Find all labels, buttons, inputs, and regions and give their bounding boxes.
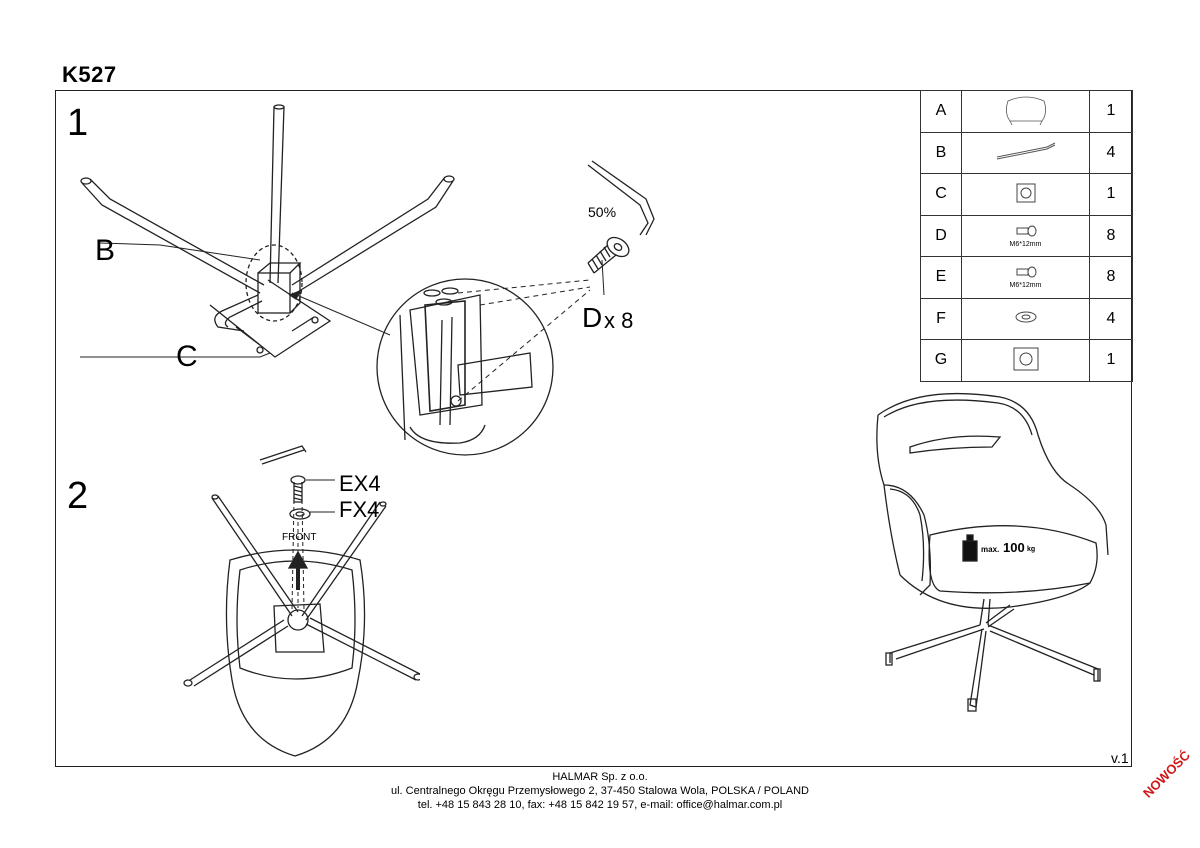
washer-icon (1013, 311, 1039, 329)
part-letter: E (920, 256, 962, 299)
part-image: M6*12mm (961, 214, 1090, 257)
version-label: v.1 (1111, 750, 1129, 766)
max-value: 100 (1003, 540, 1025, 555)
leg-front (214, 294, 263, 332)
part-quantity: 1 (1089, 339, 1133, 382)
part-image (961, 297, 1090, 340)
max-label: max. (981, 545, 1000, 554)
allen-key (587, 160, 655, 236)
swivel-plate-icon (1014, 183, 1038, 209)
detail-circle (376, 278, 554, 456)
bolt-e (290, 475, 306, 503)
part-image (961, 173, 1090, 216)
part-image (961, 90, 1090, 133)
part-size: M6*12mm (1009, 282, 1042, 290)
step-2-number: 2 (67, 475, 89, 517)
part-image (961, 339, 1090, 382)
label-ex4: EX4 (339, 471, 381, 496)
chair-seat-icon (996, 96, 1056, 131)
footer-address: ul. Centralnego Okręgu Przemysłowego 2, … (390, 785, 809, 797)
leg-left (80, 177, 265, 294)
cross-legs (183, 494, 420, 687)
weight-icon (962, 534, 978, 562)
part-letter: D (920, 214, 962, 257)
footer-company: HALMAR Sp. z o.o. (552, 771, 648, 783)
instruction-frame (55, 90, 1132, 767)
part-quantity: 8 (1089, 256, 1133, 299)
footer: HALMAR Sp. z o.o. ul. Centralnego Okręgu… (0, 770, 1200, 812)
part-quantity: 1 (1089, 90, 1133, 133)
chair-arm-left (883, 484, 932, 596)
label-c: C (176, 340, 198, 373)
bolt-icon (1014, 225, 1038, 242)
leg-vertical (269, 104, 285, 284)
part-image: M6*12mm (961, 256, 1090, 299)
swivel-plate (209, 279, 332, 358)
part-row: E M6*12mm 8 (920, 256, 1133, 299)
step-2-illustration (183, 445, 420, 757)
seat-underside (225, 549, 366, 757)
chair-base (885, 598, 1101, 712)
model-number: K527 (62, 62, 117, 87)
washer-f (289, 508, 311, 520)
part-image (961, 131, 1090, 174)
part-quantity: 1 (1089, 173, 1133, 216)
label-d: D (582, 302, 603, 333)
footer-contact: tel. +48 15 843 28 10, fax: +48 15 842 1… (417, 799, 783, 811)
part-quantity: 8 (1089, 214, 1133, 257)
part-quantity: 4 (1089, 131, 1133, 174)
hub (245, 244, 303, 322)
label-b: B (95, 234, 116, 267)
allen-key-2 (259, 445, 307, 465)
max-unit: kg (1027, 546, 1036, 553)
assembled-chair (876, 392, 1109, 712)
step-1-number: 1 (67, 102, 89, 144)
part-row: D M6*12mm 8 (920, 214, 1133, 257)
part-letter: A (920, 90, 962, 133)
label-fx4: FX4 (339, 497, 380, 522)
label-front: FRONT (282, 532, 317, 543)
step-1-illustration (80, 104, 655, 456)
bolt-icon (1014, 266, 1038, 283)
bolt-d (587, 236, 630, 296)
part-letter: B (920, 131, 962, 174)
chair-seat (899, 525, 1098, 609)
part-size: M6*12mm (1009, 240, 1042, 248)
leg-right (291, 175, 455, 294)
part-letter: G (920, 339, 962, 382)
mechanism-plate-icon (1012, 347, 1040, 376)
part-quantity: 4 (1089, 297, 1133, 340)
leg-bar-icon (991, 142, 1061, 165)
label-d-qty: x 8 (604, 308, 634, 333)
label-percent: 50% (588, 204, 617, 220)
part-letter: F (920, 297, 962, 340)
part-letter: C (920, 173, 962, 216)
